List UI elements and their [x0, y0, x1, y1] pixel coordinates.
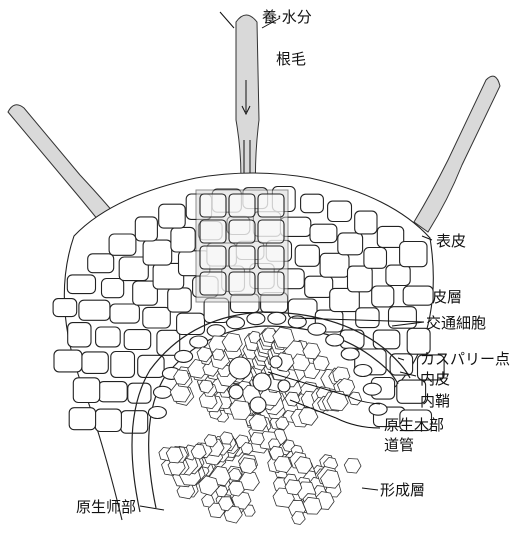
endodermis-cell: [207, 325, 225, 337]
cortex-cell: [110, 304, 139, 323]
label-cambium: 形成層: [380, 481, 425, 499]
cortex-cell: [88, 254, 114, 273]
stele-cell: [274, 457, 292, 473]
cortex-cell: [373, 330, 400, 349]
endodermis-cell: [308, 323, 326, 335]
cortex-cell: [69, 408, 95, 430]
passage-column-cell: [258, 246, 284, 269]
cortex-cell: [355, 211, 377, 234]
endodermis-cell: [175, 350, 193, 362]
label-protophloem: 原生师部: [76, 498, 136, 516]
cortex-cell: [96, 327, 121, 347]
cortex-cell: [102, 279, 124, 298]
label-pericycle: 内鞘: [420, 392, 450, 410]
cortex-cell: [54, 350, 82, 372]
passage-column-cell: [258, 272, 284, 295]
cortex-cell: [356, 308, 379, 328]
passage-column-cell: [258, 220, 284, 243]
cortex-cell: [320, 253, 349, 277]
endodermis-cell: [341, 348, 359, 360]
cortex-cell: [143, 240, 172, 265]
cortex-cell: [328, 201, 352, 221]
cortex-cell: [305, 276, 333, 297]
cortex-cell: [111, 352, 135, 378]
cortex-cell: [109, 234, 136, 255]
endodermis-cell: [148, 407, 166, 419]
cortex-cell: [295, 245, 319, 266]
label-casparian-strip: カスパリー点: [420, 350, 510, 368]
cortex-cell: [400, 242, 427, 267]
cortex-cell: [99, 382, 128, 402]
cortex-cell: [386, 265, 410, 285]
cortex-cell: [95, 409, 121, 431]
endodermis-cell: [247, 313, 265, 325]
label-passage-cell: 交通細胞: [426, 314, 486, 332]
cortex-cell: [168, 288, 192, 312]
cortex-cell: [82, 352, 109, 374]
passage-column-cell: [200, 246, 226, 269]
cortex-cell: [73, 378, 99, 403]
root-hair-center: [236, 15, 259, 198]
cortex-cell: [301, 194, 324, 213]
cortex-cell: [177, 313, 205, 334]
endodermis-cell: [326, 334, 344, 346]
label-vessel: 道管: [384, 436, 414, 454]
endodermis-cell: [369, 403, 387, 415]
cortex-cell: [364, 248, 387, 269]
cortex-cell: [79, 300, 110, 320]
cortex-cell: [68, 323, 91, 347]
cortex-cell: [67, 275, 95, 294]
cortex-cell: [124, 330, 151, 350]
cortex-cell: [338, 233, 363, 255]
label-root-hair: 根毛: [276, 50, 306, 68]
passage-column-cell: [258, 194, 284, 217]
endodermis-cell: [354, 365, 372, 377]
cortex-cell: [348, 266, 373, 292]
endodermis-cell: [190, 336, 208, 348]
passage-column-cell: [229, 194, 255, 217]
endodermis-cell: [363, 383, 381, 395]
endodermis-cell: [268, 312, 286, 324]
passage-column-cell: [200, 272, 226, 295]
endodermis-cell: [154, 386, 172, 398]
cortex-cell: [143, 307, 171, 328]
stele-cell: [250, 433, 264, 445]
cortex-cell: [372, 286, 394, 307]
label-epidermis: 表皮: [436, 232, 466, 250]
passage-column-cell: [229, 220, 255, 243]
cortex-cell: [135, 217, 157, 241]
passage-column-cell: [229, 246, 255, 269]
cortex-cell: [403, 286, 433, 305]
stele-cell: [230, 400, 251, 419]
passage-column-cell: [200, 220, 226, 243]
cortex-cell: [310, 224, 337, 242]
passage-column-cell: [229, 272, 255, 295]
label-cortex: 皮層: [432, 288, 462, 306]
cortex-cell: [53, 299, 77, 317]
root-hair-right: [414, 76, 500, 232]
cortex-cell: [159, 204, 186, 228]
cortex-cell: [138, 355, 164, 377]
stele-cell: [212, 349, 224, 360]
passage-column-cell: [200, 194, 226, 217]
label-endodermis: 内皮: [420, 370, 450, 388]
endodermis-cell: [227, 317, 245, 329]
cortex-cell: [171, 227, 195, 252]
stele-cell: [344, 459, 361, 474]
label-nutrients-water: 養·水分: [262, 8, 312, 26]
label-protoxylem: 原生木部: [384, 416, 444, 434]
